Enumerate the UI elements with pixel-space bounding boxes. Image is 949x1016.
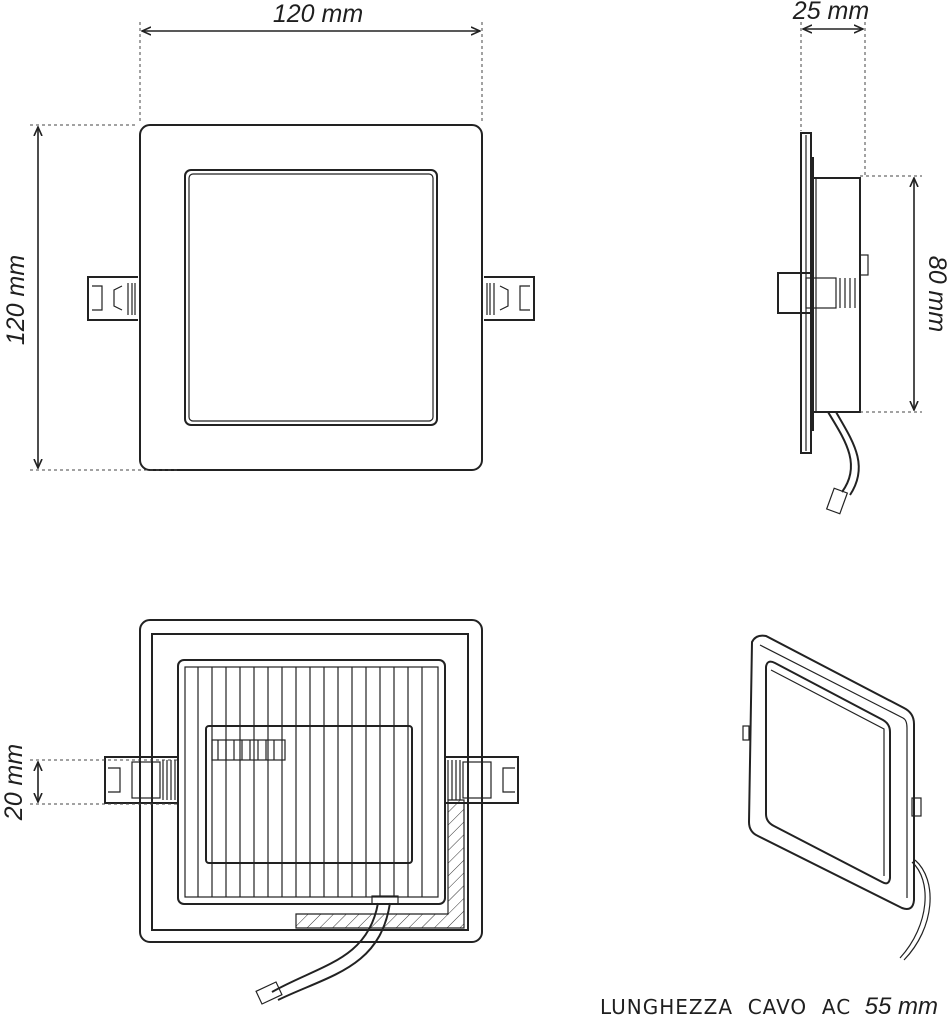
perspective-view bbox=[742, 634, 931, 961]
front-width-label: 120 mm bbox=[273, 0, 363, 28]
front-diffuser-inner bbox=[188, 173, 434, 422]
back-outer-frame bbox=[139, 619, 483, 943]
back-clip-label: 20 mm bbox=[0, 744, 28, 821]
cable-length-value: 55 mm bbox=[865, 993, 938, 1016]
back-left-clip bbox=[104, 756, 178, 804]
back-heatsink-fins bbox=[197, 667, 423, 897]
back-inner-frame bbox=[151, 633, 469, 931]
side-face-plate bbox=[800, 132, 812, 454]
perspective-cable bbox=[899, 861, 926, 959]
back-view: 20 mm bbox=[0, 619, 519, 1005]
back-driver-box bbox=[205, 725, 413, 864]
cable-length-caption: LUNGHEZZA CAVO AC 55 mm bbox=[600, 993, 938, 1016]
front-height-label: 120 mm bbox=[2, 255, 30, 345]
perspective-outer-frame bbox=[747, 634, 915, 910]
front-right-clip bbox=[484, 276, 535, 321]
back-housing bbox=[177, 659, 446, 905]
back-cable bbox=[255, 895, 399, 1005]
back-driver-label bbox=[211, 739, 286, 761]
front-view: 120 mm 120 mm bbox=[2, 0, 535, 471]
front-diffuser bbox=[184, 169, 438, 426]
cable-length-caption-text: LUNGHEZZA CAVO AC bbox=[600, 995, 851, 1016]
side-clip bbox=[777, 272, 856, 314]
front-outer-frame bbox=[139, 124, 483, 471]
side-view: 25 mm 80 mm bbox=[777, 0, 949, 515]
side-depth-label: 25 mm bbox=[792, 0, 869, 25]
back-heatsink bbox=[184, 666, 439, 898]
side-body-height-label: 80 mm bbox=[923, 256, 949, 332]
back-right-clip bbox=[445, 756, 519, 804]
side-cable bbox=[825, 411, 860, 515]
front-left-clip bbox=[87, 276, 138, 321]
perspective-diffuser bbox=[765, 660, 891, 885]
